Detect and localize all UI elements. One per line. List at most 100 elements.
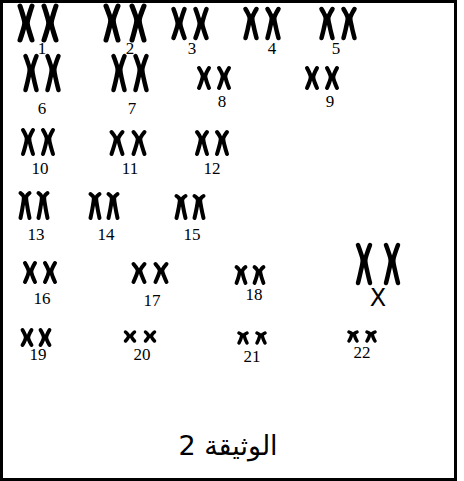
chromosome-number: 13 <box>28 226 45 243</box>
chromatid <box>26 56 30 90</box>
chromatid <box>96 194 99 218</box>
chromosome-number: 5 <box>332 40 341 57</box>
chromatid <box>199 68 203 88</box>
chromosome-pair <box>112 132 145 154</box>
chromosome-pair <box>199 68 229 88</box>
chromatid <box>365 245 370 283</box>
chromatid <box>31 263 35 282</box>
chromatid <box>268 9 272 38</box>
chromatid <box>344 9 348 38</box>
chromatid <box>51 263 55 282</box>
chromatid <box>239 333 242 343</box>
chromosome-pair <box>21 193 48 218</box>
chromatid <box>322 9 326 38</box>
chromatid <box>333 68 337 88</box>
chromatid <box>255 267 258 283</box>
chromatid <box>23 130 27 154</box>
chromosome-number: 18 <box>246 286 263 303</box>
chromosome-pair <box>197 132 227 154</box>
chromatid <box>274 9 278 38</box>
chromosome-pair <box>23 130 53 154</box>
chromatid <box>203 132 207 154</box>
chromatid <box>28 330 31 345</box>
chromosome-number: 10 <box>32 160 49 177</box>
chromosome-number: 15 <box>184 226 201 243</box>
chromatid <box>260 267 263 283</box>
chromosome-pair <box>177 196 204 218</box>
chromosome-number: 1 <box>38 40 47 57</box>
chromatid <box>162 264 166 282</box>
chromatid <box>307 68 311 88</box>
chromatid <box>349 332 352 341</box>
chromatid <box>25 263 29 282</box>
chromatid <box>372 332 375 341</box>
chromatid <box>354 332 357 341</box>
chromatid <box>109 194 112 218</box>
chromatid <box>120 56 124 90</box>
chromatid <box>350 9 354 38</box>
chromosome-number: 16 <box>34 290 51 307</box>
chromosome-pair <box>239 333 265 343</box>
chromatid <box>106 6 111 40</box>
chromosome-number: 11 <box>122 160 138 177</box>
chromosome-pair <box>114 56 147 90</box>
chromatid <box>21 193 24 218</box>
chromatid <box>252 9 256 38</box>
chromatid <box>367 332 370 341</box>
chromatid <box>358 245 363 283</box>
chromosome-pair <box>349 332 375 341</box>
chromatid <box>151 332 154 341</box>
chromatid <box>134 132 138 154</box>
chromosome-number: 4 <box>268 40 277 57</box>
chromatid <box>29 130 33 154</box>
chromatid <box>225 68 229 88</box>
chromatid <box>177 196 180 218</box>
chromatid <box>44 6 49 40</box>
chromosome-number: 20 <box>134 346 151 363</box>
chromosome-number: 21 <box>244 348 261 365</box>
chromatid <box>328 9 332 38</box>
chromatid <box>393 245 398 283</box>
chromosome-pair <box>25 263 55 282</box>
chromosome-number: 22 <box>354 344 371 361</box>
chromosome-pair <box>20 6 56 40</box>
chromosome-pair <box>134 264 167 282</box>
chromosome-pair <box>126 332 155 341</box>
chromatid <box>327 68 331 88</box>
chromosome-pair <box>23 330 50 345</box>
chromatid <box>41 330 44 345</box>
chromatid <box>219 68 223 88</box>
figure-caption: الوثيقة 2 <box>178 430 277 462</box>
chromatid <box>26 193 29 218</box>
chromatid <box>136 56 140 90</box>
chromatid <box>54 56 58 90</box>
chromosome-number: 9 <box>326 93 335 110</box>
chromatid <box>202 9 206 38</box>
chromosome-pair <box>174 9 207 38</box>
chromatid <box>386 245 391 283</box>
chromatid <box>20 6 25 40</box>
chromatid <box>139 6 144 40</box>
chromatid <box>246 9 250 38</box>
chromosome-number: 19 <box>30 346 47 363</box>
chromatid <box>237 267 240 283</box>
chromosome-number: 14 <box>98 226 115 243</box>
chromatid <box>45 263 49 282</box>
chromatid <box>114 56 118 90</box>
chromatid <box>91 194 94 218</box>
chromatid <box>313 68 317 88</box>
chromatid <box>23 330 26 345</box>
chromatid <box>112 132 116 154</box>
sex-chromosome-label: X <box>370 286 386 310</box>
chromatid <box>43 130 47 154</box>
chromosome-number: 7 <box>128 100 137 117</box>
chromatid <box>44 193 47 218</box>
chromatid <box>114 194 117 218</box>
chromatid <box>200 196 203 218</box>
chromatid <box>217 132 221 154</box>
chromatid <box>49 130 53 154</box>
chromosome-number: 8 <box>218 93 227 110</box>
chromatid <box>131 332 134 341</box>
chromatid <box>262 333 265 343</box>
